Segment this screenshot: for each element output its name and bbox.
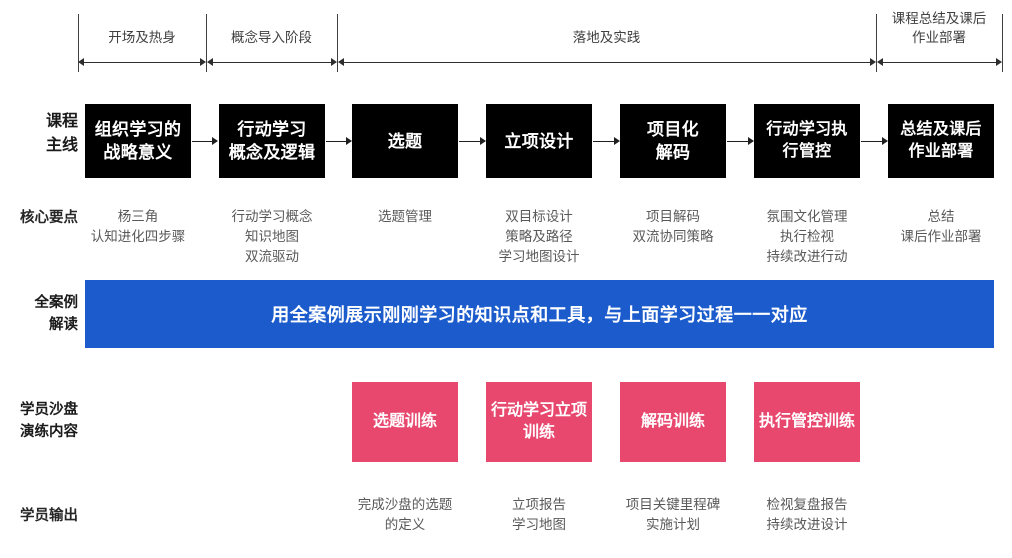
core-point-cell-4: 双目标设计 策略及路径 学习地图设计 [498,209,580,264]
sandbox-box-topic-training[interactable]: 选题训练 [352,382,458,462]
core-point-cell-3: 选题管理 [378,209,432,224]
process-box-topic[interactable]: 选题 [352,104,458,178]
arrow-shaft [326,141,347,143]
output-cell-3: 项目关键里程碑 实施计划 [625,497,721,532]
row-label-sandbox: 学员沙盘 演练内容 [20,402,78,440]
arrow-head-left [207,58,213,66]
connector-arrow-2 [326,137,352,146]
arrow-head-right [748,137,754,145]
phase-span-arrow-practice [338,58,876,67]
connector-arrow-3 [459,137,486,146]
sandbox-box-project-training[interactable]: 行动学习立项 训练 [486,382,592,462]
connector-arrow-1 [192,137,218,146]
row-label-mainline: 课程 主线 [45,113,78,154]
core-point-cell-5: 项目解码 双流协同策略 [632,209,714,244]
connector-arrow-4 [593,137,620,146]
arrow-shaft [342,62,872,64]
row-label-core-points: 核心要点 [20,210,78,226]
sandbox-box-execution-training[interactable]: 执行管控训练 [754,382,860,462]
arrow-shaft [861,141,883,143]
arrow-head-right [882,137,888,145]
output-cell-1: 完成沙盘的选题 的定义 [357,497,453,532]
case-study-banner: 用全案例展示刚刚学习的知识点和工具，与上面学习过程一一对应 [85,280,994,348]
process-box-concept-logic[interactable]: 行动学习 概念及逻辑 [219,104,325,178]
arrow-shaft [459,141,481,143]
core-point-cell-6: 氛围文化管理 执行检视 持续改进行动 [766,209,848,264]
sandbox-box-decoding-training[interactable]: 解码训练 [620,382,726,462]
connector-arrow-6 [861,137,888,146]
arrow-shaft [881,62,998,64]
arrow-shaft [593,141,615,143]
arrow-head-right [480,137,486,145]
phase-label-practice: 落地及实践 [572,30,641,45]
arrow-head-left [877,58,883,66]
process-box-project-design[interactable]: 立项设计 [486,104,592,178]
phase-label-warmup: 开场及热身 [108,30,176,45]
phase-label-summary: 课程总结及课后 作业部署 [891,11,987,45]
core-point-cell-7: 总结 课后作业部署 [900,209,982,244]
arrow-head-right [614,137,620,145]
output-cell-2: 立项报告 学习地图 [512,497,566,532]
arrow-shaft [82,62,202,64]
arrow-head-right [212,137,218,145]
phase-span-arrow-concept [207,58,337,67]
core-point-cell-1: 杨三角 认知进化四步骤 [90,209,186,244]
arrow-head-right [346,137,352,145]
connector-arrow-5 [727,137,754,146]
phase-span-arrow-summary [877,58,1002,67]
row-label-case-study: 全案例 解读 [34,295,79,333]
output-cell-4: 检视复盘报告 持续改进设计 [766,497,848,532]
arrow-head-left [78,58,84,66]
phase-span-arrow-warmup [78,58,206,67]
arrow-head-right [870,58,876,66]
process-box-summary-homework[interactable]: 总结及课后 作业部署 [888,104,994,178]
phase-divider-tick [337,14,338,72]
process-box-execution-control[interactable]: 行动学习执 行管控 [754,104,860,178]
arrow-shaft [192,141,213,143]
arrow-shaft [211,62,333,64]
arrow-head-left [338,58,344,66]
arrow-head-right [200,58,206,66]
core-point-cell-2: 行动学习概念 知识地图 双流驱动 [231,209,313,264]
process-box-decoding[interactable]: 项目化 解码 [620,104,726,178]
phase-divider-tick [206,14,207,72]
arrow-head-right [331,58,337,66]
arrow-head-right [996,58,1002,66]
phase-divider-tick [78,14,79,72]
phase-divider-tick [1002,14,1003,72]
row-label-output: 学员输出 [20,508,78,524]
phase-divider-tick [876,14,877,72]
process-box-strategy[interactable]: 组织学习的 战略意义 [85,104,191,178]
phase-label-concept: 概念导入阶段 [231,30,312,45]
arrow-shaft [727,141,749,143]
